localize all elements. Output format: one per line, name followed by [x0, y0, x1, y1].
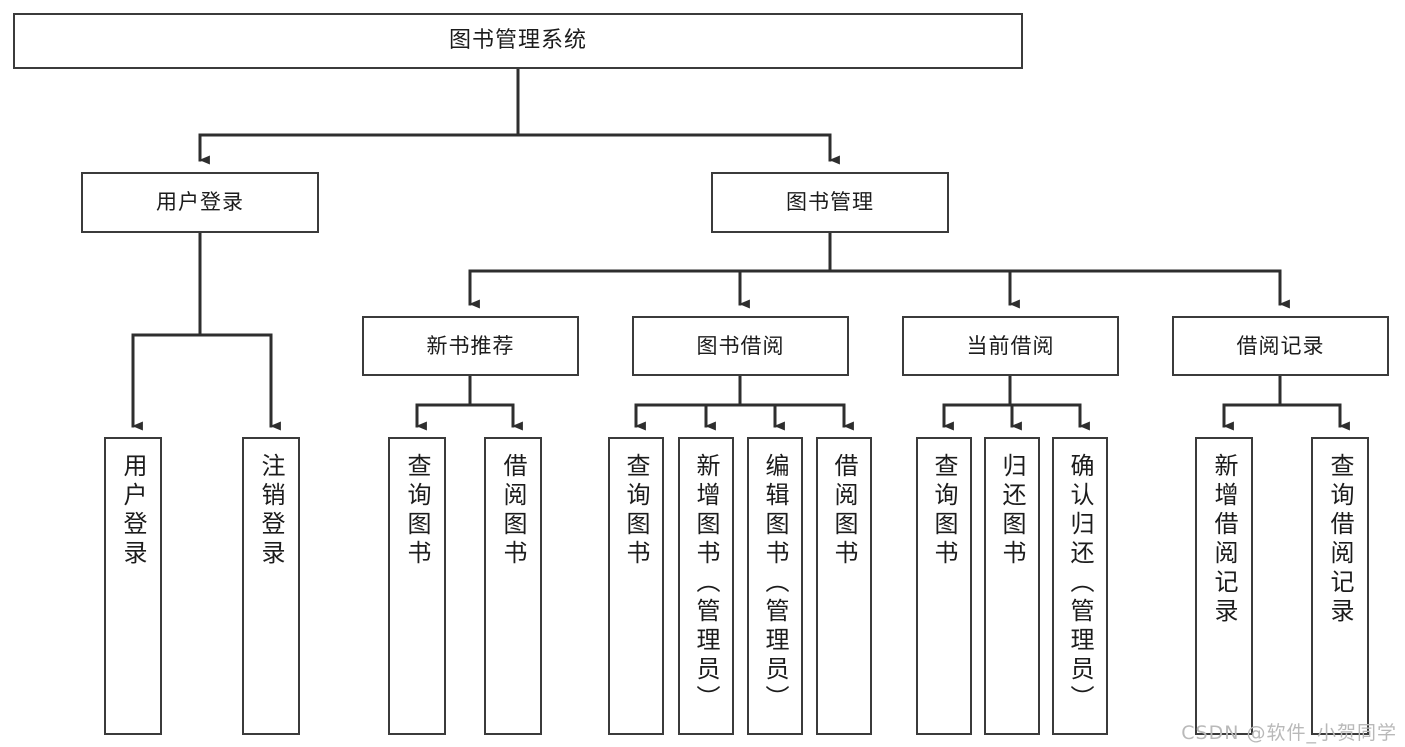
node-root-label: 图书管理系统 — [448, 28, 587, 54]
node-leaf-user-logout[interactable]: 注销登录 — [242, 437, 300, 735]
node-book-borrow-label: 图书借阅 — [696, 333, 785, 358]
node-leaf-query-book-current[interactable]: 查询图书 — [916, 437, 972, 735]
node-current-borrow-label: 当前借阅 — [966, 333, 1055, 358]
node-leaf-query-book-new[interactable]: 查询图书 — [388, 437, 446, 735]
node-leaf-query-book-borrow[interactable]: 查询图书 — [608, 437, 664, 735]
node-leaf-edit-book-admin[interactable]: 编辑图书（管理员） — [747, 437, 803, 735]
node-new-book-recommend[interactable]: 新书推荐 — [362, 316, 579, 376]
node-leaf-return-book[interactable]: 归还图书 — [984, 437, 1040, 735]
node-user-login-label: 用户登录 — [156, 190, 244, 215]
node-user-login[interactable]: 用户登录 — [81, 172, 319, 233]
node-leaf-edit-book-admin-label: 编辑图书（管理员） — [761, 453, 789, 714]
node-leaf-add-borrow-record[interactable]: 新增借阅记录 — [1195, 437, 1253, 735]
node-leaf-borrow-book[interactable]: 借阅图书 — [816, 437, 872, 735]
node-leaf-confirm-return-admin-label: 确认归还（管理员） — [1066, 453, 1094, 714]
node-current-borrow[interactable]: 当前借阅 — [902, 316, 1119, 376]
node-leaf-borrow-book-new[interactable]: 借阅图书 — [484, 437, 542, 735]
node-leaf-add-borrow-record-label: 新增借阅记录 — [1210, 453, 1238, 627]
node-leaf-query-borrow-record-label: 查询借阅记录 — [1326, 453, 1354, 627]
node-book-manage-label: 图书管理 — [786, 190, 874, 215]
node-leaf-query-book-current-label: 查询图书 — [930, 453, 958, 569]
node-leaf-borrow-book-new-label: 借阅图书 — [499, 453, 527, 569]
node-leaf-user-login[interactable]: 用户登录 — [104, 437, 162, 735]
node-book-borrow[interactable]: 图书借阅 — [632, 316, 849, 376]
node-leaf-borrow-book-label: 借阅图书 — [830, 453, 858, 569]
node-root[interactable]: 图书管理系统 — [13, 13, 1023, 69]
node-borrow-record-label: 借阅记录 — [1236, 333, 1325, 358]
node-leaf-query-borrow-record[interactable]: 查询借阅记录 — [1311, 437, 1369, 735]
watermark: CSDN @软件_小贺同学 — [1181, 722, 1397, 744]
node-leaf-query-book-new-label: 查询图书 — [403, 453, 431, 569]
node-new-book-recommend-label: 新书推荐 — [426, 333, 515, 358]
node-leaf-return-book-label: 归还图书 — [998, 453, 1026, 569]
node-leaf-user-login-label: 用户登录 — [119, 453, 147, 569]
node-leaf-add-book-admin[interactable]: 新增图书（管理员） — [678, 437, 734, 735]
node-leaf-confirm-return-admin[interactable]: 确认归还（管理员） — [1052, 437, 1108, 735]
node-leaf-user-logout-label: 注销登录 — [257, 453, 285, 569]
node-leaf-query-book-borrow-label: 查询图书 — [622, 453, 650, 569]
node-book-manage[interactable]: 图书管理 — [711, 172, 949, 233]
node-borrow-record[interactable]: 借阅记录 — [1172, 316, 1389, 376]
node-leaf-add-book-admin-label: 新增图书（管理员） — [692, 453, 720, 714]
